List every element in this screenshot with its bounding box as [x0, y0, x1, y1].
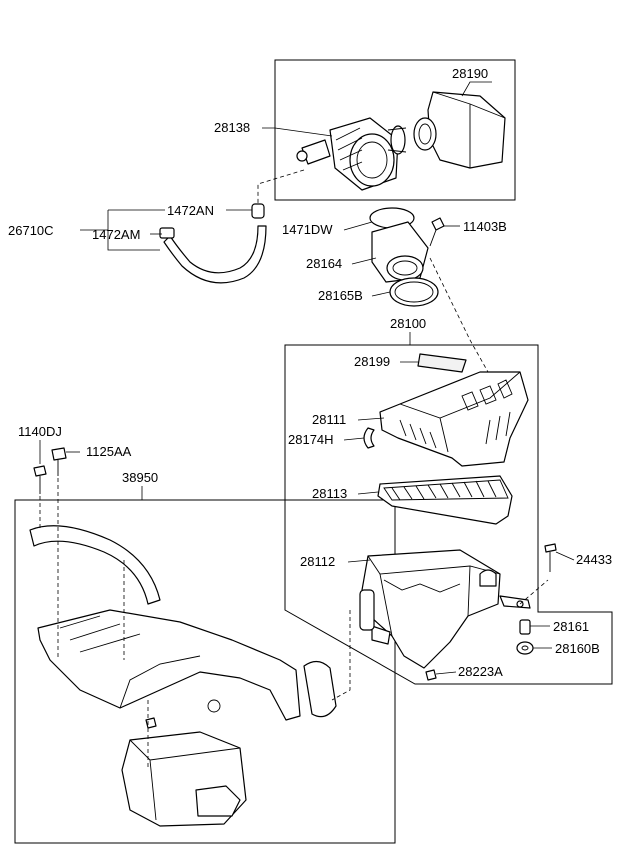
part-28190-duct — [413, 91, 506, 169]
label-1125AA: 1125AA — [86, 444, 132, 459]
label-28113: 28113 — [312, 486, 347, 501]
label-1472AM: 1472AM — [92, 227, 140, 242]
group-labels: 28190 28138 1472AN 26710C 1472AM 1471DW … — [8, 66, 612, 679]
part-28112-lower-case — [359, 549, 531, 669]
label-26710C: 26710C — [8, 223, 54, 238]
frame-38950-group — [14, 499, 396, 844]
label-1472AN: 1472AN — [167, 203, 214, 218]
label-28223A: 28223A — [458, 664, 503, 679]
part-38950-duct — [29, 525, 337, 827]
frame-28138-group — [274, 59, 516, 201]
label-28100: 28100 — [390, 316, 426, 331]
part-breather-hose — [159, 203, 267, 284]
part-28199-label — [417, 353, 467, 373]
label-38950: 38950 — [122, 470, 158, 485]
label-28164: 28164 — [306, 256, 342, 271]
group-leaders — [39, 81, 575, 675]
part-small-fasteners-right — [425, 543, 557, 681]
label-24433: 24433 — [576, 552, 612, 567]
group-frames — [14, 59, 613, 844]
frame-28100-group — [284, 344, 613, 685]
label-1140DJ: 1140DJ — [18, 424, 62, 439]
label-28112: 28112 — [300, 554, 335, 569]
label-28190: 28190 — [452, 66, 488, 81]
label-28138: 28138 — [214, 120, 250, 135]
label-1471DW: 1471DW — [282, 222, 333, 237]
part-bolts-left — [33, 447, 67, 494]
part-28113-filter — [377, 475, 513, 525]
label-28199: 28199 — [354, 354, 390, 369]
label-28160B: 28160B — [555, 641, 600, 656]
part-28164-adapter — [369, 207, 445, 307]
frame-26710C-bracket — [80, 209, 165, 251]
label-28161: 28161 — [553, 619, 589, 634]
part-28111-upper-case — [363, 371, 529, 467]
label-28165B: 28165B — [318, 288, 363, 303]
group-dashed-lines — [39, 169, 549, 770]
part-28138-hose — [296, 117, 407, 191]
label-28111: 28111 — [312, 412, 346, 427]
label-28174H: 28174H — [288, 432, 334, 447]
label-11403B: 11403B — [463, 219, 507, 234]
